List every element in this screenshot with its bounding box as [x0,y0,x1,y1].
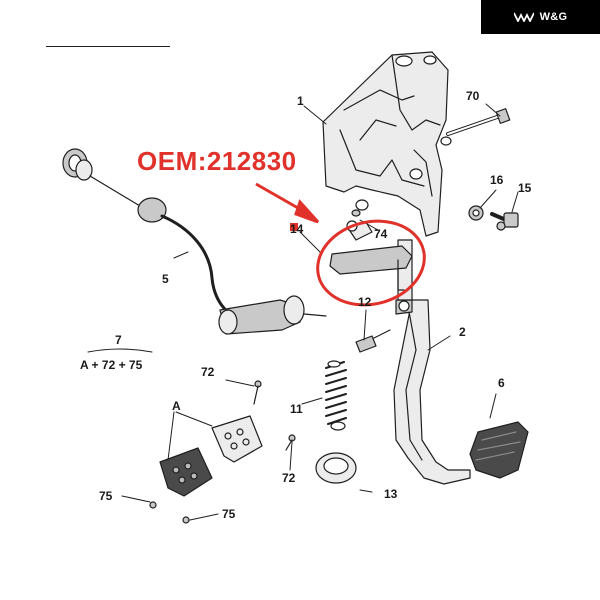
w-chevrons-icon [513,12,534,22]
clutch-cable-5 [62,148,327,335]
callout-75-right: 75 [222,507,236,521]
spring-11 [325,360,347,431]
callout-15: 15 [518,181,532,195]
brand-text: W&G [539,11,568,23]
callout-14: 14 [290,222,304,236]
nut-16 [468,205,484,221]
pad-cover-dark [159,447,213,497]
callout-72-bottom: 72 [282,471,296,485]
callout-5: 5 [162,272,169,286]
pedal-arm-2 [393,239,471,485]
callout-11: 11 [290,402,303,416]
callout-12: 12 [358,295,372,309]
bolt-15 [490,212,519,231]
switch-14 [329,220,413,291]
callout-70: 70 [466,89,480,103]
callout-7: 7 [115,333,122,347]
callout-6: 6 [498,376,505,390]
top-rule [46,46,170,47]
callout-16: 16 [490,173,504,187]
brand-badge: W&G [481,0,600,34]
callout-13: 13 [384,487,398,501]
callout-2: 2 [459,325,466,339]
screw-75-right [182,516,190,524]
cap-13 [315,452,357,484]
bolt-70 [446,108,511,136]
callout-75-left: 75 [99,489,113,503]
kit-formula: A + 72 + 75 [80,358,143,372]
callout-a: A [172,399,181,413]
pedal-box-bracket [322,51,452,237]
red-marker [290,223,298,231]
oem-label: OEM:212830 [137,146,297,176]
pedal-pad-6 [469,421,529,479]
callout-74: 74 [374,227,388,241]
oem-highlight [255,182,426,307]
callout-1: 1 [297,94,304,108]
callout-72-top: 72 [201,365,215,379]
pin-12 [355,329,391,353]
pad-cover-light [211,415,263,463]
screw-75-left [149,501,157,509]
